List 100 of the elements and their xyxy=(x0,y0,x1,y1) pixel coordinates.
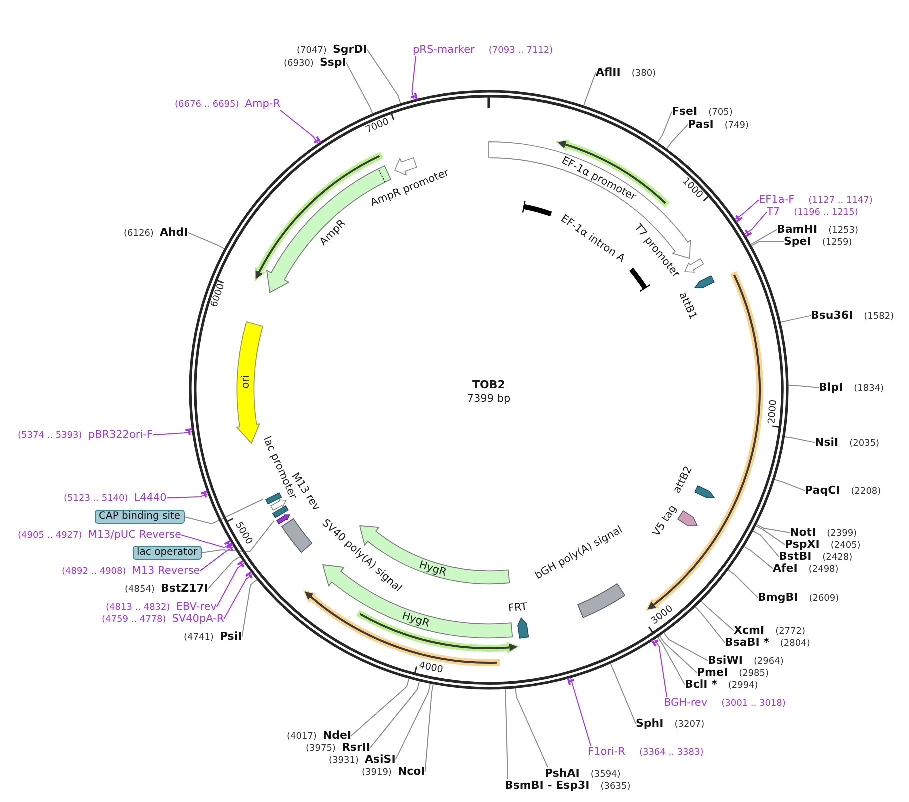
primer-name: BGH-rev xyxy=(664,697,708,710)
leader-line xyxy=(200,546,234,572)
cut-position: (1834) xyxy=(854,384,884,394)
cut-position: (7047) xyxy=(297,46,327,56)
enzyme-name: BsmBI - Esp3I xyxy=(505,780,590,792)
cut-position: (2399) xyxy=(827,528,858,539)
enzyme-name: AflII xyxy=(596,66,621,80)
cut-position: (2405) xyxy=(830,540,861,551)
leader-line xyxy=(700,601,734,632)
leader-line xyxy=(788,385,820,388)
scale-label: 6000 xyxy=(210,283,228,310)
cut-position: (2609) xyxy=(809,594,840,604)
leader-line xyxy=(180,534,232,548)
leader-line xyxy=(346,62,374,114)
leader-line xyxy=(208,556,240,590)
leader-line xyxy=(184,499,264,525)
cut-position: (380) xyxy=(632,68,656,79)
leader-line xyxy=(666,124,688,150)
leader-line xyxy=(751,241,784,246)
leader-line xyxy=(780,315,812,323)
cut-position: (3975) xyxy=(306,744,336,754)
primer-name: Amp-R xyxy=(245,98,280,110)
leader-line xyxy=(752,530,780,558)
enzyme-name: SphI xyxy=(636,718,664,730)
cut-position: (2428) xyxy=(822,552,853,563)
cut-position: (2498) xyxy=(808,564,839,575)
plasmid-name: TOB2 xyxy=(472,380,506,392)
leader-line xyxy=(784,436,816,444)
enzyme-name: PasI xyxy=(688,118,714,132)
leader-line xyxy=(570,678,592,746)
leader-line xyxy=(659,636,698,674)
primer-position: (6676 .. 6695) xyxy=(175,100,240,110)
leader-line xyxy=(504,688,508,780)
leader-line xyxy=(166,494,208,499)
leader-line xyxy=(188,232,225,250)
primer-name: pRS-marker xyxy=(413,44,475,56)
feature-label: FRT xyxy=(508,601,528,615)
leader-line xyxy=(744,212,768,235)
leader-line xyxy=(728,570,758,598)
cut-position: (2985) xyxy=(739,668,770,679)
cut-position: (6930) xyxy=(284,58,314,69)
cut-position: (1259) xyxy=(822,238,852,248)
enzyme-name: BamHI xyxy=(777,224,818,236)
scale-label: 7000 xyxy=(364,117,392,137)
primer-position: (1196 .. 1215) xyxy=(794,208,858,218)
leader-line xyxy=(395,684,431,760)
leader-line xyxy=(756,526,786,546)
enzyme-name: AhdI xyxy=(160,226,188,240)
primer-position: (7093 .. 7112) xyxy=(488,46,554,56)
feature-callout: lac operator xyxy=(133,546,202,560)
leader-line xyxy=(584,72,596,106)
enzyme-name: NotI xyxy=(790,526,816,540)
cut-position: (4741) xyxy=(184,632,214,643)
enzyme-name: FseI xyxy=(672,106,698,118)
leader-line xyxy=(610,663,636,724)
cut-position: (705) xyxy=(708,108,733,118)
enzyme-name: BclI * xyxy=(685,678,718,692)
plasmid-size: 7399 bp xyxy=(467,392,511,406)
leader-line xyxy=(658,637,686,686)
enzyme-name: BlpI xyxy=(819,382,844,394)
cut-position: (2804) xyxy=(780,638,810,649)
primer-name: EBV-rev xyxy=(176,601,217,614)
enzyme-name: BstZ17I xyxy=(160,582,209,596)
primer-name: SV40pA-R xyxy=(172,613,224,626)
cut-position: (2964) xyxy=(754,656,784,667)
enzyme-name: Bsu36I xyxy=(811,310,854,322)
cut-position: (749) xyxy=(724,120,750,131)
cut-position: (6126) xyxy=(124,228,154,239)
leader-line xyxy=(515,688,548,768)
cut-position: (2208) xyxy=(851,486,882,497)
feature-callout: CAP binding site xyxy=(95,510,185,524)
plasmid-feature xyxy=(270,503,292,521)
cut-position: (3594) xyxy=(590,770,621,780)
leader-line xyxy=(370,681,420,748)
leader-line xyxy=(424,684,434,772)
primer-name: T7 xyxy=(767,206,780,218)
feature-label: HygR xyxy=(418,560,448,580)
primer-position: (1127 .. 1147) xyxy=(808,196,873,206)
primer-name: L4440 xyxy=(134,492,167,504)
leader-line xyxy=(351,678,410,736)
enzyme-name: PspXI xyxy=(785,538,820,550)
leader-line xyxy=(224,574,254,620)
enzyme-name: BsaBI * xyxy=(725,636,770,650)
primer-position: (4813 .. 4832) xyxy=(106,603,170,614)
enzyme-name: NdeI xyxy=(322,730,352,742)
primer-position: (4905 .. 4927) xyxy=(18,531,82,542)
enzyme-name: BmgBI xyxy=(758,592,798,604)
primer-position: (5374 .. 5393) xyxy=(18,431,82,442)
primer-name: F1ori-R xyxy=(588,746,626,758)
primer-name: M13 Reverse xyxy=(132,565,200,578)
enzyme-name: XcmI xyxy=(734,624,765,638)
leader-line xyxy=(744,546,774,570)
cut-position: (2772) xyxy=(776,626,806,637)
cut-position: (2035) xyxy=(850,438,880,449)
primer-position: (5123 .. 5140) xyxy=(64,494,128,504)
primer-position: (4759 .. 4778) xyxy=(102,615,166,626)
cut-position: (4854) xyxy=(125,584,155,595)
scale-label: 4000 xyxy=(418,662,444,678)
primer-name: pBR322ori-F xyxy=(88,429,153,442)
feature-label: attB2 xyxy=(671,464,695,496)
